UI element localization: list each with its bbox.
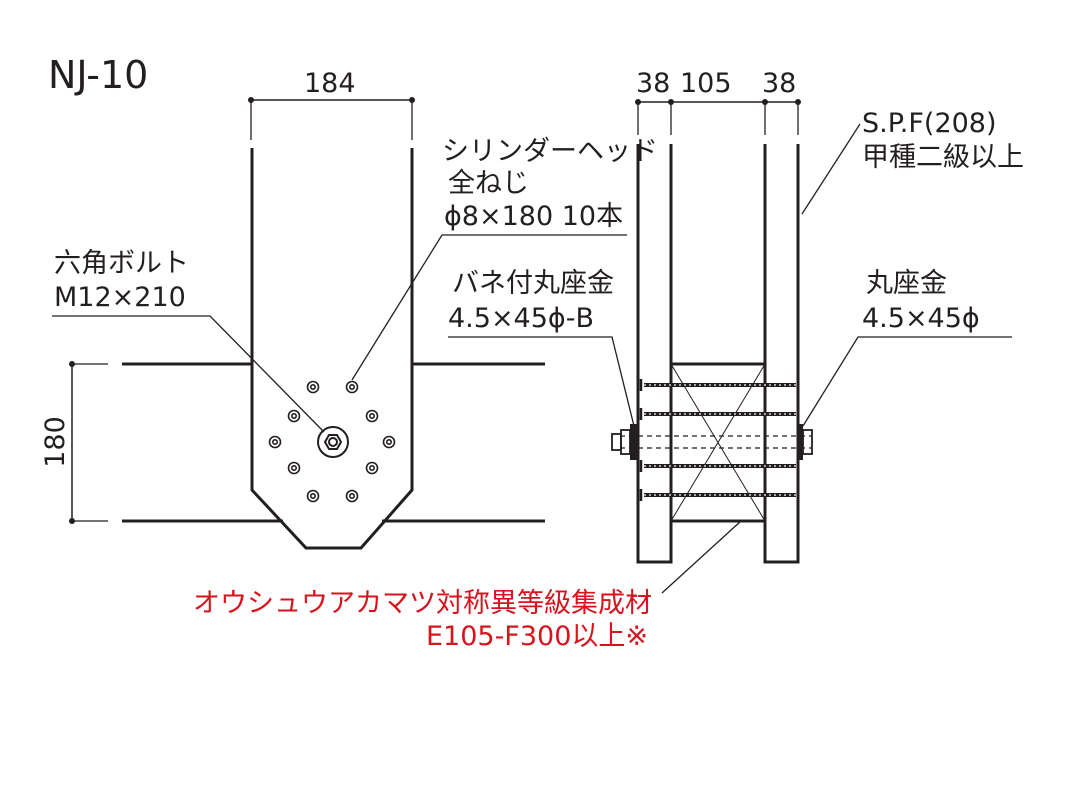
callout-screw-line2: 全ねじ — [448, 168, 529, 199]
callout-lumber: S.P.F(208) 甲種二級以上 — [862, 108, 1024, 173]
joint-plate-outline — [250, 148, 414, 550]
callout-round-washer-line2: 4.5×45ϕ — [862, 303, 980, 334]
dimension-label-38-right: 38 — [762, 68, 796, 99]
leader-lumber — [801, 123, 861, 215]
dimension-chain — [635, 99, 801, 135]
lumber-ply-left — [636, 144, 673, 564]
hex-bolt-head — [317, 426, 349, 458]
front-view — [52, 97, 627, 550]
screw — [639, 379, 796, 391]
callout-glulam-line2: E105-F300以上※ — [426, 621, 648, 652]
callout-bolt-line1: 六角ボルト — [54, 248, 189, 279]
screw-hole — [382, 435, 396, 449]
through-bolt — [611, 424, 813, 460]
screw — [639, 460, 796, 472]
lumber-ply-right — [763, 144, 800, 564]
side-view — [448, 99, 1012, 594]
screw-hole — [268, 435, 282, 449]
screw-hole — [345, 380, 359, 394]
screw-hole — [287, 461, 301, 475]
screw-hole — [345, 489, 359, 503]
callout-lumber-line2: 甲種二級以上 — [862, 142, 1024, 173]
callout-screw-line3: ϕ8×180 10本 — [444, 201, 623, 232]
callout-round-washer-line1: 丸座金 — [866, 268, 947, 299]
leader-spring-washer — [448, 336, 635, 427]
screw-hole — [287, 409, 301, 423]
dimension-beam-depth — [69, 361, 108, 524]
dimension-label-105: 105 — [680, 68, 732, 99]
screw — [639, 489, 796, 501]
callout-screw: シリンダーヘッド 全ねじ ϕ8×180 10本 — [442, 136, 658, 232]
callout-bolt-line2: M12×210 — [54, 282, 186, 313]
callout-lumber-line1: S.P.F(208) — [862, 108, 997, 139]
callout-glulam: オウシュウアカマツ対称異等級集成材 E105-F300以上※ — [193, 588, 652, 652]
callout-spring-washer-line1: バネ付丸座金 — [452, 268, 614, 299]
screw-holes — [268, 380, 396, 503]
leader-glulam — [661, 520, 742, 594]
screw — [639, 408, 796, 420]
screw-hole — [365, 409, 379, 423]
screw-hole — [306, 489, 320, 503]
callout-screw-line1: シリンダーヘッド — [442, 136, 658, 167]
callout-glulam-line1: オウシュウアカマツ対称異等級集成材 — [193, 588, 652, 619]
dimension-label-184: 184 — [304, 68, 356, 99]
dimension-plate-width — [248, 97, 415, 140]
callout-round-washer: 丸座金 4.5×45ϕ — [862, 268, 980, 334]
diagram-title: NJ-10 — [48, 53, 148, 97]
leader-bolt — [52, 315, 325, 433]
dimension-label-38-left: 38 — [636, 68, 670, 99]
callout-spring-washer: バネ付丸座金 4.5×45ϕ-B — [448, 268, 614, 334]
screw-hole — [365, 461, 379, 475]
leader-screw — [351, 234, 627, 381]
dimension-label-180: 180 — [40, 416, 71, 468]
glulam-beam-section — [670, 362, 766, 523]
callout-spring-washer-line2: 4.5×45ϕ-B — [448, 303, 594, 334]
screw-hole — [306, 380, 320, 394]
screws-side — [639, 379, 796, 501]
callout-bolt: 六角ボルト M12×210 — [54, 248, 189, 313]
leader-round-washer — [802, 336, 1012, 427]
